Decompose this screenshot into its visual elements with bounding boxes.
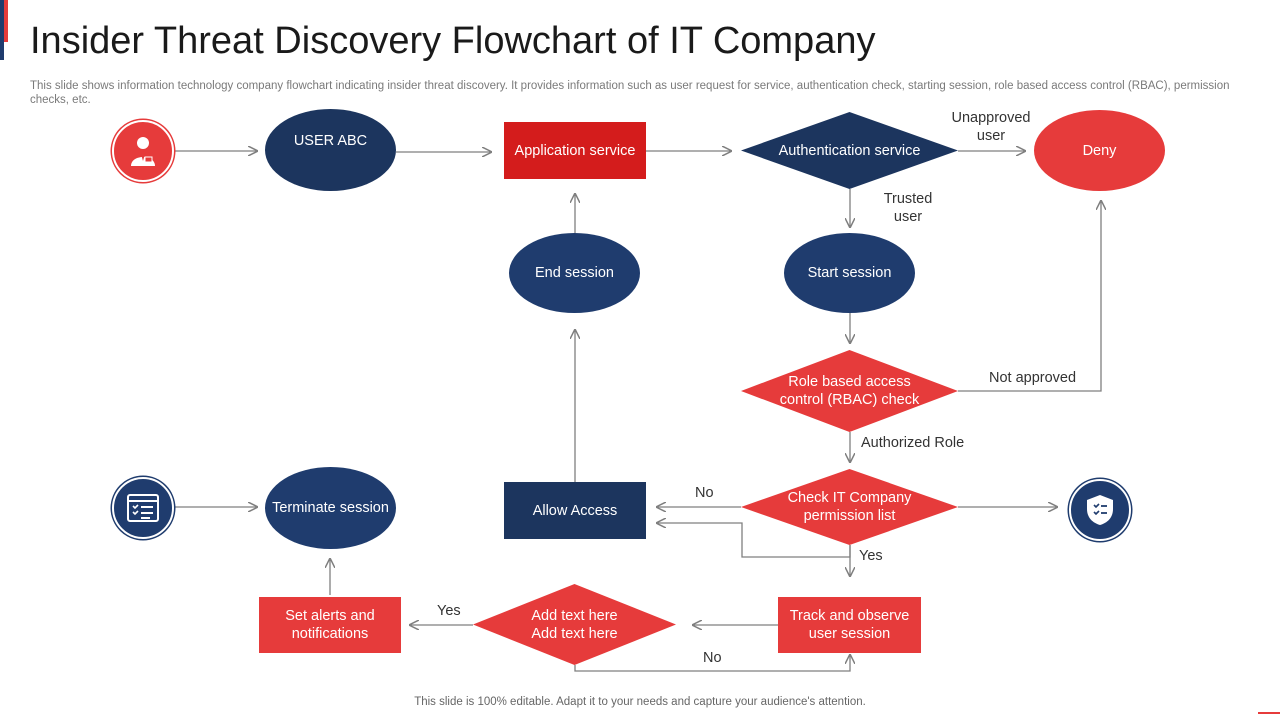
user-badge-icon [112,120,174,182]
corner-mark [1258,712,1280,714]
accent-bar-red [4,0,8,42]
node-allow-access: Allow Access [504,482,646,539]
node-authentication-service: Authentication service [741,112,958,189]
node-permission-check: Check IT Company permission list [741,469,958,545]
label-authorized-role: Authorized Role [861,435,965,451]
node-set-alerts: Set alerts and notifications [259,597,401,653]
node-deny: Deny [1034,110,1165,191]
node-add-text: Add text here Add text here [473,584,676,665]
label-no-permission: No [695,485,714,501]
slide-title: Insider Threat Discovery Flowchart of IT… [30,20,876,62]
edge-addtext-no-to-track [574,655,850,672]
node-user-abc: USER ABC [265,109,396,191]
edge-rbac-to-deny [958,201,1101,392]
shield-check-icon [1069,479,1131,541]
label-trusted-user: Trusted user [883,191,933,225]
node-track-session: Track and observe user session [778,597,921,653]
node-terminate-session: Terminate session [265,467,396,549]
node-application-service: Application service [504,122,646,179]
node-start-session: Start session [784,233,915,313]
label-yes-permission: Yes [859,548,883,564]
slide-subtitle: This slide shows information technology … [30,80,1230,106]
node-end-session: End session [509,233,640,313]
label-not-approved: Not approved [989,370,1077,386]
slide-footer: This slide is 100% editable. Adapt it to… [414,696,866,708]
accent-bar [0,0,4,60]
label-no-addtext: No [703,650,722,666]
label-yes-addtext: Yes [437,603,461,619]
label-unapproved-user: Unapproved user [951,110,1031,144]
checklist-window-icon [112,477,174,539]
node-rbac-check: Role based access control (RBAC) check [741,350,958,432]
